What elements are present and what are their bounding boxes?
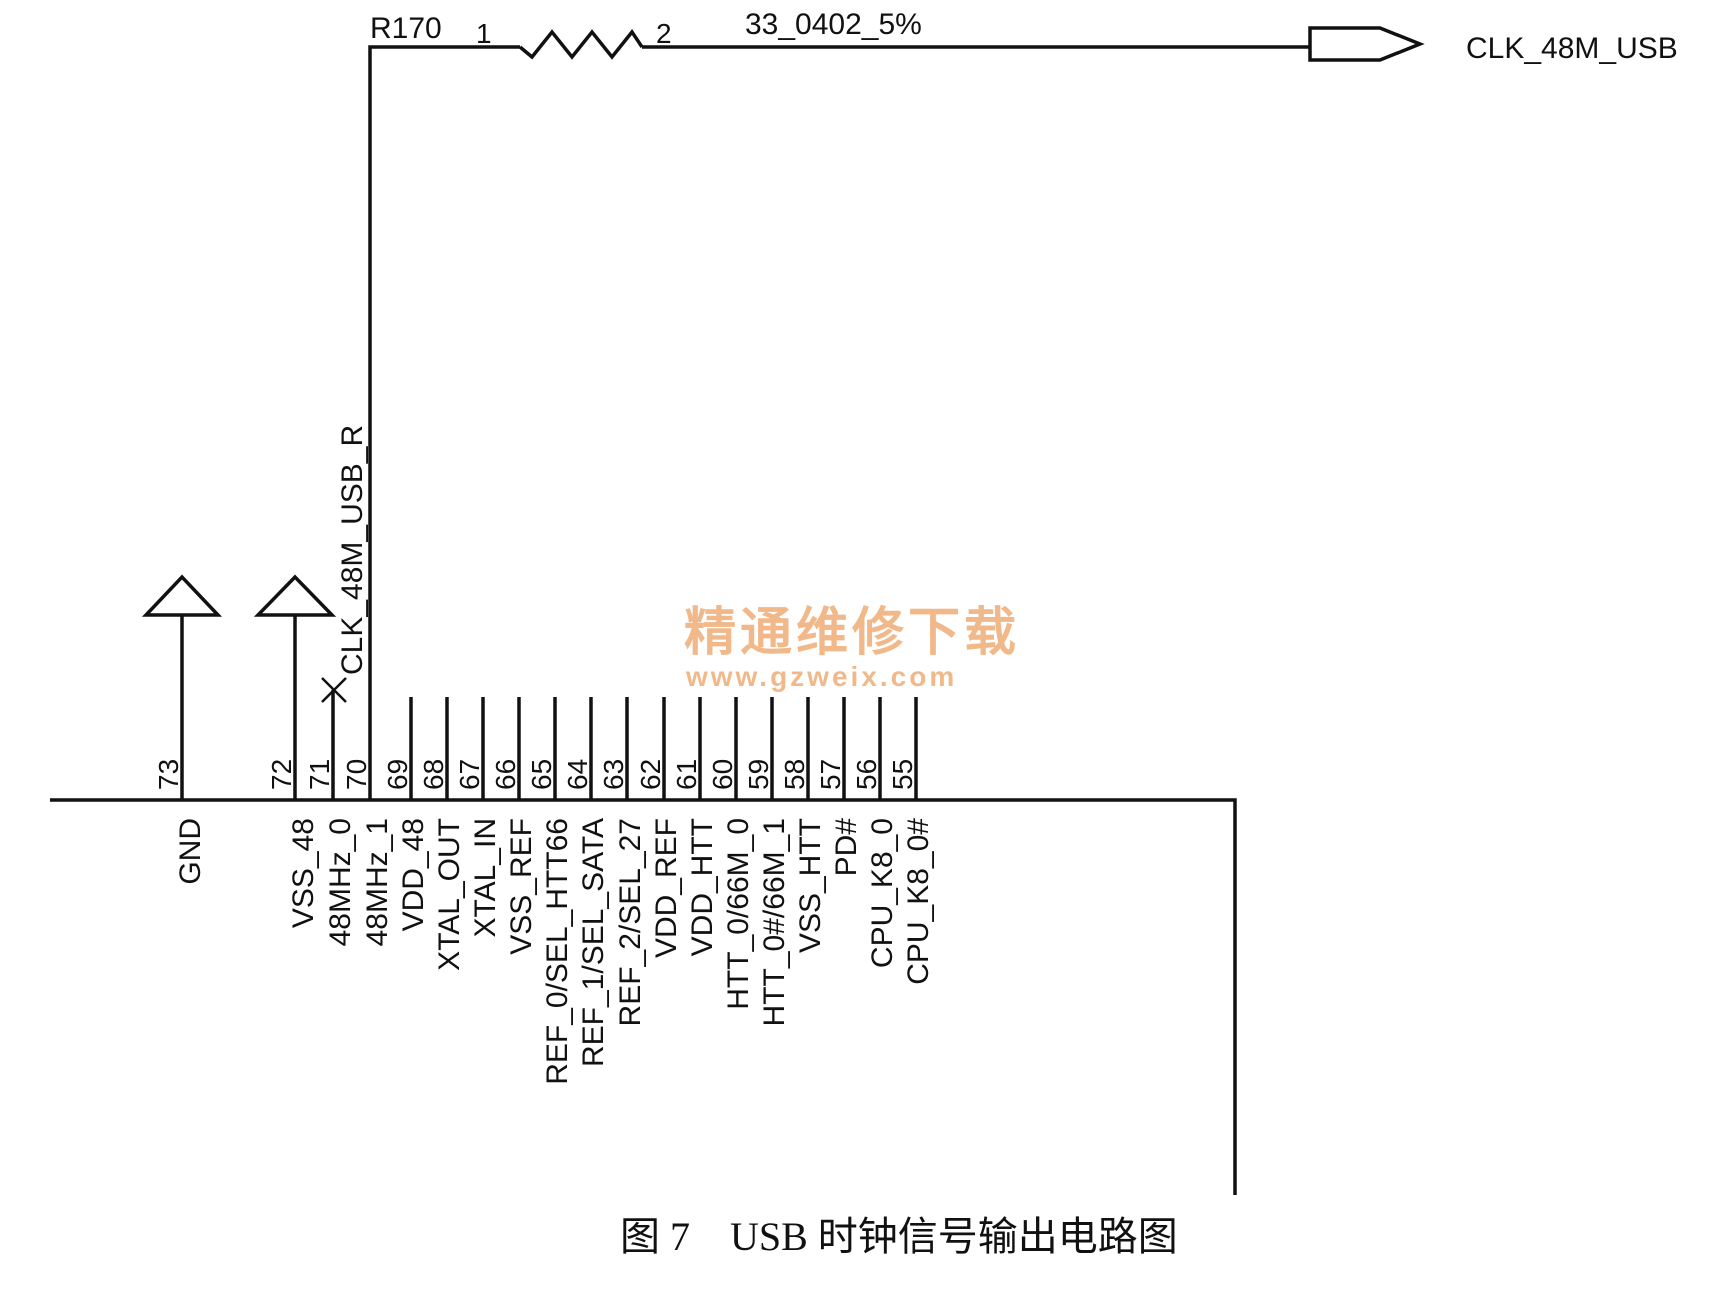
pin-name-72: VSS_48 (287, 818, 320, 928)
pin-name-64: REF_1/SEL_SATA (577, 818, 610, 1067)
pin-name-57: PD# (830, 818, 863, 877)
pin-name-68: XTAL_OUT (433, 818, 466, 971)
trace-clk-48m-usb-r (368, 45, 520, 800)
pin-name-67: XTAL_IN (469, 818, 502, 938)
pin-name-59: HTT_0#/66M_1 (758, 818, 791, 1026)
pin-number-65: 65 (526, 759, 557, 790)
pin-number-55: 55 (887, 759, 918, 790)
resistor-ref-label: R170 (370, 12, 442, 45)
pin-number-70: 70 (341, 759, 372, 790)
resistor-r170 (518, 29, 644, 60)
resistor-pin1-label: 1 (476, 18, 492, 49)
pin-number-71: 71 (304, 759, 335, 790)
pin-name-71: 48MHz_0 (324, 818, 357, 946)
ground-symbol-2 (253, 574, 337, 617)
watermark-title: 精通维修下载 (684, 603, 1020, 663)
pin-number-59: 59 (743, 759, 774, 790)
pin-name-55: CPU_K8_0# (902, 818, 935, 985)
pin-name-62: VDD_REF (650, 818, 683, 958)
pin-name-61: VDD_HTT (686, 818, 719, 956)
pin-number-66: 66 (490, 759, 521, 790)
pin-number-63: 63 (598, 759, 629, 790)
pin-number-61: 61 (671, 759, 702, 790)
pin-name-70: 48MHz_1 (361, 818, 394, 946)
pin-number-69: 69 (382, 759, 413, 790)
pin-name-63: REF_2/SEL_27 (614, 818, 647, 1026)
pin-number-73: 73 (153, 759, 184, 790)
output-port-connector (1308, 26, 1425, 62)
pin-name-73: GND (174, 818, 207, 885)
pin-number-56: 56 (851, 759, 882, 790)
pin-leads (331, 690, 918, 800)
pin-name-69: VDD_48 (397, 818, 430, 931)
pin-number-60: 60 (707, 759, 738, 790)
resistor-value-label: 33_0402_5% (745, 8, 922, 41)
pin-name-60: HTT_0/66M_0 (722, 818, 755, 1010)
resistor-pin2-label: 2 (656, 18, 672, 49)
pin-name-56: CPU_K8_0 (866, 818, 899, 968)
pin-name-58: VSS_HTT (794, 818, 827, 953)
ic-body-outline (50, 798, 1237, 1195)
pin-number-67: 67 (454, 759, 485, 790)
ground-symbol-1 (141, 574, 223, 617)
pin-number-57: 57 (815, 759, 846, 790)
trace-net-label: CLK_48M_USB_R (336, 425, 369, 675)
watermark-url: www.gzweix.com (685, 661, 957, 692)
pin-number-72: 72 (266, 759, 297, 790)
pin-name-66: VSS_REF (505, 818, 538, 955)
figure-caption: 图 7 USB 时钟信号输出电路图 (620, 1214, 1178, 1259)
pin-number-62: 62 (635, 759, 666, 790)
pin-name-65: REF_0/SEL_HTT66 (541, 818, 574, 1085)
pin-number-58: 58 (779, 759, 810, 790)
pin-number-64: 64 (562, 759, 593, 790)
output-net-label: CLK_48M_USB (1466, 32, 1678, 65)
pin-number-68: 68 (418, 759, 449, 790)
